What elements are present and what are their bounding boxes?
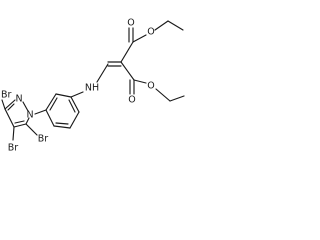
- bond-pyrazole-n2-c3: [4, 99, 16, 110]
- bond-top-to-central: [120, 41, 134, 63]
- atom-n-pyrazole-1: N: [26, 110, 33, 121]
- bond-pyrazole-c5-n1: [25, 117, 30, 125]
- bond-benzene-1: [55, 93, 72, 98]
- bond-ethyl-top-ch2: [154, 20, 169, 31]
- bond-c4-br: [12, 126, 15, 141]
- bond-benzene-4: [53, 125, 71, 129]
- bond-ethyl-top-ch3: [167, 20, 184, 31]
- bond-ethyl-bottom-ch3: [169, 95, 185, 102]
- bond-pyrazole-c4-c5-inner: [14, 120, 25, 124]
- atom-o-carbonyl-bottom: O: [128, 95, 135, 106]
- bond-vinyl-to-nh: [96, 63, 109, 83]
- bond-nh-to-ring: [70, 91, 84, 98]
- atom-labels: O O O O NH N N Br Br Br: [1, 18, 155, 154]
- bond-central-to-bottom: [120, 61, 135, 81]
- bond-benzene-inner-3: [68, 99, 76, 113]
- atom-o-carbonyl-top: O: [127, 18, 134, 29]
- bond-benzene-2: [45, 93, 57, 111]
- atom-o-ester-top: O: [147, 27, 154, 38]
- bond-benzene-inner-2: [55, 122, 69, 125]
- atom-n-pyrazole-2: N: [15, 94, 22, 105]
- bond-pyrazole-c3-c4: [4, 108, 15, 128]
- atom-br-3: Br: [1, 90, 12, 101]
- bond-ester-top-o: [132, 34, 147, 43]
- bond-ester-bottom-o: [133, 79, 147, 84]
- bond-c5-br: [25, 123, 38, 136]
- bond-ring-to-pyrazole: [34, 109, 47, 115]
- bond-pyrazole-n1-n2: [22, 101, 29, 112]
- bond-c3-br: [1, 99, 6, 110]
- bond-benzene-inner-1: [49, 97, 58, 111]
- bond-pyrazole-c4-c5: [13, 123, 27, 128]
- structure-diagram: O O O O NH N N Br Br Br: [1, 18, 185, 154]
- atom-nh: NH: [85, 83, 99, 94]
- bond-pyrazole-n2-c3-inner: [7, 103, 15, 111]
- atom-br-5: Br: [38, 134, 49, 145]
- bond-benzene-5: [69, 111, 80, 129]
- bond-benzene-3: [45, 109, 55, 127]
- bonds: [1, 20, 185, 141]
- atom-br-4: Br: [8, 143, 19, 154]
- bond-benzene-6: [70, 96, 80, 113]
- atom-o-ester-bottom: O: [147, 81, 154, 92]
- bond-ethyl-bottom-ch2: [155, 88, 171, 102]
